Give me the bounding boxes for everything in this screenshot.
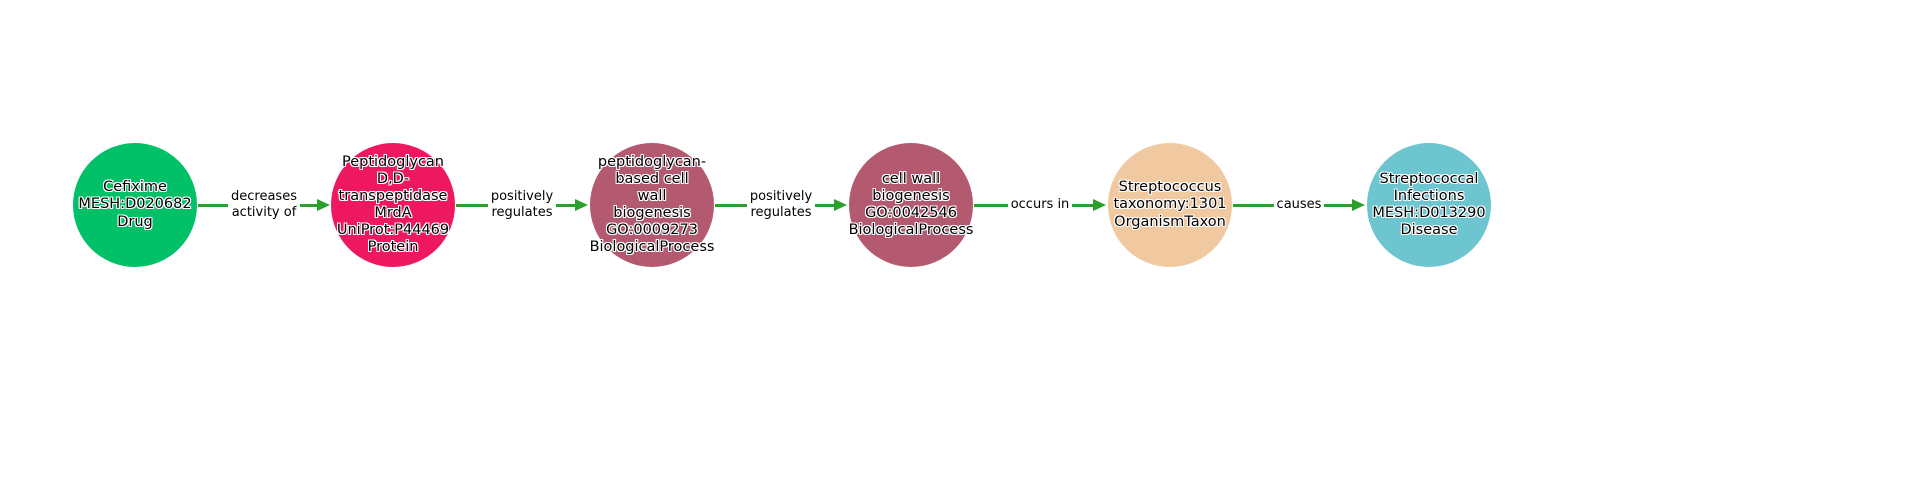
edge-decreases-activity-of: decreases activity of [198,143,330,267]
arrow-right-icon [1352,199,1365,211]
node-peptidoglycan-based-cell-wall-biogenesis: peptidoglycan- based cell wall biogenesi… [590,143,714,267]
edge-label: positively regulates [487,188,557,222]
edge-label: occurs in [1007,196,1073,214]
arrow-right-icon [1093,199,1106,211]
edge-label: causes [1273,196,1325,214]
node-streptococcal-infections-disease: Streptococcal Infections MESH:D013290 Di… [1367,143,1491,267]
node-streptococcus-taxon: Streptococcus taxonomy:1301 OrganismTaxo… [1108,143,1232,267]
edge-occurs-in: occurs in [974,143,1106,267]
edge-positively-regulates-1: positively regulates [456,143,588,267]
node-cell-wall-biogenesis: cell wall biogenesis GO:0042546 Biologic… [849,143,973,267]
node-cefixime-drug: Cefixime MESH:D020682 Drug [73,143,197,267]
node-label: cell wall biogenesis GO:0042546 Biologic… [848,170,974,239]
node-label: Streptococcal Infections MESH:D013290 Di… [1372,170,1486,239]
arrow-right-icon [834,199,847,211]
node-label: Peptidoglycan D,D- transpeptidase MrdA U… [336,153,450,256]
node-label: peptidoglycan- based cell wall biogenesi… [589,153,715,256]
edge-positively-regulates-2: positively regulates [715,143,847,267]
node-label: Cefixime MESH:D020682 Drug [78,179,192,230]
node-peptidoglycan-transpeptidase-protein: Peptidoglycan D,D- transpeptidase MrdA U… [331,143,455,267]
arrow-right-icon [317,199,330,211]
arrow-right-icon [575,199,588,211]
edge-label: decreases activity of [228,188,300,222]
edge-label: positively regulates [746,188,816,222]
edge-causes: causes [1233,143,1365,267]
node-label: Streptococcus taxonomy:1301 OrganismTaxo… [1113,179,1227,230]
